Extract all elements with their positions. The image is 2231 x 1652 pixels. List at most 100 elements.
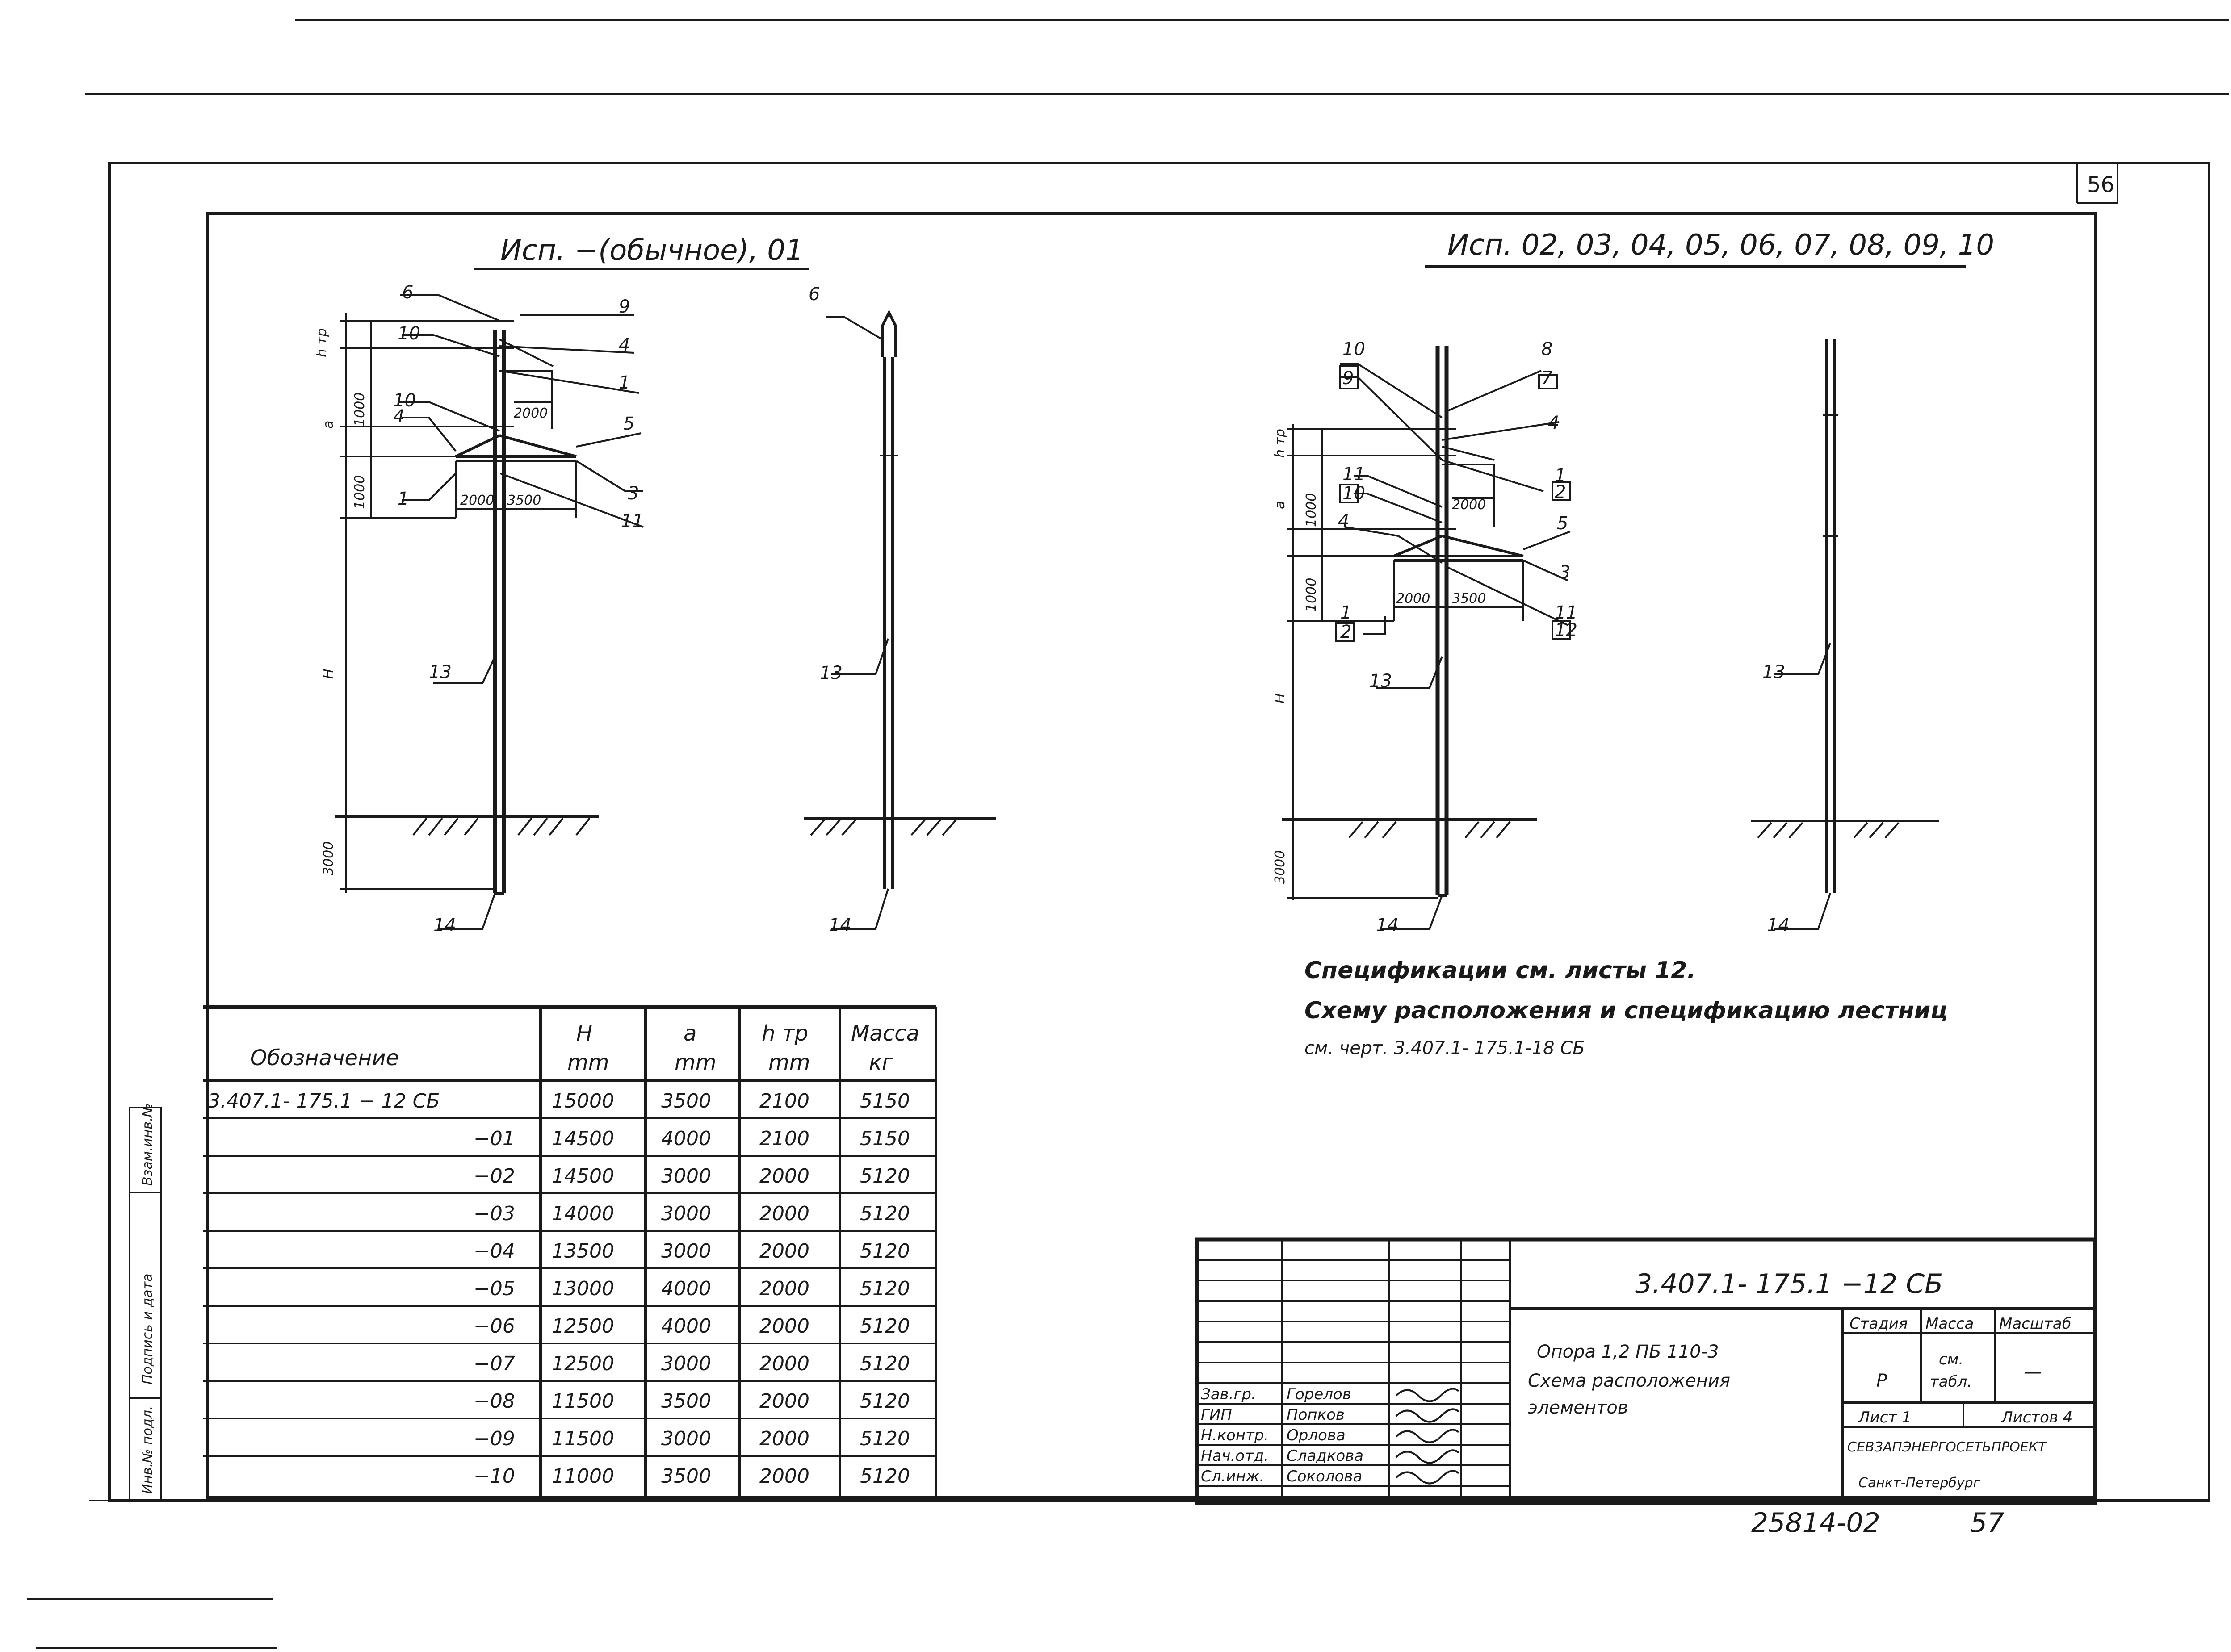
callout: 11 <box>621 511 644 531</box>
signature-name: Горелов <box>1287 1385 1351 1403</box>
dim-label: 3500 <box>1452 591 1486 606</box>
note-line: Спецификации см. листы 12. <box>1304 957 1696 984</box>
cell-designation: −01 <box>474 1127 515 1150</box>
callout: 4 <box>619 335 630 355</box>
callout: 1 <box>398 489 409 509</box>
right-side-drawing <box>1751 339 1939 930</box>
cell-mass: 5120 <box>860 1352 910 1375</box>
callout: 6 <box>809 284 820 305</box>
cell-a: 3000 <box>661 1202 711 1225</box>
cell-htr: 2000 <box>759 1202 809 1225</box>
right-front-labels: 10 9 8 7 4 1 2 11 10 4 5 3 1 2 11 12 13 … <box>1272 339 1577 936</box>
cell-mass: 5120 <box>860 1165 910 1188</box>
cell-htr: 2000 <box>759 1315 809 1338</box>
title-line: Опора 1,2 ПБ 110-3 <box>1537 1342 1719 1362</box>
cell-designation: −08 <box>474 1390 515 1413</box>
dim-label: a <box>1272 501 1288 509</box>
cell-htr: 2000 <box>759 1390 809 1413</box>
callout: 9 <box>1342 368 1354 389</box>
callout: 12 <box>1555 620 1577 640</box>
header-a-unit: mm <box>675 1050 717 1075</box>
cell-a: 4000 <box>661 1277 711 1300</box>
callout: 2 <box>1555 482 1566 502</box>
dim-label: h тр <box>314 328 330 357</box>
callout: 10 <box>1342 339 1365 360</box>
cell-mass: 5120 <box>860 1427 910 1450</box>
org-name: СЕВЗАПЭНЕРГОСЕТЬПРОЕКТ <box>1847 1439 2047 1455</box>
signature-scribble <box>1395 1388 1459 1402</box>
sheet-label: Лист 1 <box>1858 1409 1912 1426</box>
callout: 1 <box>1555 465 1566 486</box>
title-block: 3.407.1- 175.1 −12 СБ Опора 1,2 ПБ 110-3… <box>1195 1237 2097 1505</box>
callout: 6 <box>402 282 413 303</box>
left-heading: Исп. −(обычное), 01 <box>500 234 804 267</box>
note-line: см. черт. 3.407.1- 175.1-18 СБ <box>1304 1038 1585 1058</box>
sheet-frame <box>27 19 2229 1649</box>
signature-name: Соколова <box>1287 1468 1362 1485</box>
cell-designation: −06 <box>474 1315 515 1338</box>
cell-a: 3000 <box>661 1240 711 1263</box>
header-htr: h тр <box>762 1021 808 1046</box>
bottom-number: 25814-02 <box>1751 1507 1880 1539</box>
cell-designation: −10 <box>474 1465 515 1488</box>
header-a: a <box>684 1021 696 1046</box>
cell-designation: −07 <box>474 1352 515 1375</box>
dim-label: 2000 <box>1396 591 1430 606</box>
note-line: Схему расположения и спецификацию лестни… <box>1304 997 1948 1024</box>
cell-H: 13000 <box>552 1277 614 1300</box>
left-front-drawing <box>335 294 644 930</box>
title-code: 3.407.1- 175.1 −12 СБ <box>1635 1268 1943 1300</box>
cell-mass: 5150 <box>860 1127 910 1150</box>
left-side-labels: 6 13 14 <box>809 284 851 936</box>
callout: 13 <box>429 662 452 682</box>
cell-mass: 5120 <box>860 1465 910 1488</box>
title-line: элементов <box>1528 1397 1628 1418</box>
dim-label: 1000 <box>1304 493 1319 527</box>
cell-a: 4000 <box>661 1315 711 1338</box>
callout: 13 <box>1369 671 1392 691</box>
org-city: Санкт-Петербург <box>1858 1475 1980 1491</box>
cell-a: 3000 <box>661 1352 711 1375</box>
callout: 14 <box>829 915 851 936</box>
cell-htr: 2000 <box>759 1465 809 1488</box>
dim-label: 3000 <box>1272 850 1288 884</box>
header-htr-unit: mm <box>768 1050 810 1075</box>
callout: 14 <box>1376 915 1399 936</box>
cell-mass: 5120 <box>860 1390 910 1413</box>
cell-htr: 2000 <box>759 1165 809 1188</box>
cell-mass: 5120 <box>860 1240 910 1263</box>
signature-role: Зав.гр. <box>1201 1385 1256 1403</box>
right-heading: Исп. 02, 03, 04, 05, 06, 07, 08, 09, 10 <box>1447 229 1994 262</box>
callout: 2 <box>1340 622 1351 642</box>
cell-htr: 2100 <box>759 1090 809 1112</box>
sheet-number: 56 <box>2087 172 2114 197</box>
scale-label: Масштаб <box>1999 1315 2072 1333</box>
dim-label: 1000 <box>352 475 368 509</box>
cell-H: 12500 <box>552 1315 614 1338</box>
callout: 3 <box>628 483 639 504</box>
cell-H: 11000 <box>552 1465 614 1488</box>
signature-role: Нач.отд. <box>1201 1447 1269 1465</box>
dim-label: 1000 <box>352 393 368 427</box>
signature-scribble <box>1395 1408 1459 1423</box>
callout: 9 <box>619 297 630 317</box>
cell-designation: −03 <box>474 1202 515 1225</box>
cell-H: 13500 <box>552 1240 614 1263</box>
left-side-drawing <box>804 309 996 930</box>
signature-name: Попков <box>1287 1406 1345 1424</box>
dim-label: h тр <box>1272 429 1288 458</box>
cell-htr: 2100 <box>759 1127 809 1150</box>
dim-label: H <box>321 669 336 679</box>
cell-H: 12500 <box>552 1352 614 1375</box>
cell-designation: −09 <box>474 1427 515 1450</box>
callout: 7 <box>1541 368 1553 389</box>
header-mass: Масса <box>851 1021 919 1046</box>
callout: 10 <box>398 323 420 344</box>
callout: 5 <box>1557 513 1568 534</box>
cell-a: 3500 <box>661 1465 711 1488</box>
callout: 8 <box>1541 339 1552 360</box>
callout: 13 <box>820 663 843 683</box>
spec-table: Обозначение H mm a mm h тр mm Масса кг 3… <box>203 1005 937 1501</box>
callout: 10 <box>393 390 416 411</box>
callout: 11 <box>1555 602 1577 623</box>
